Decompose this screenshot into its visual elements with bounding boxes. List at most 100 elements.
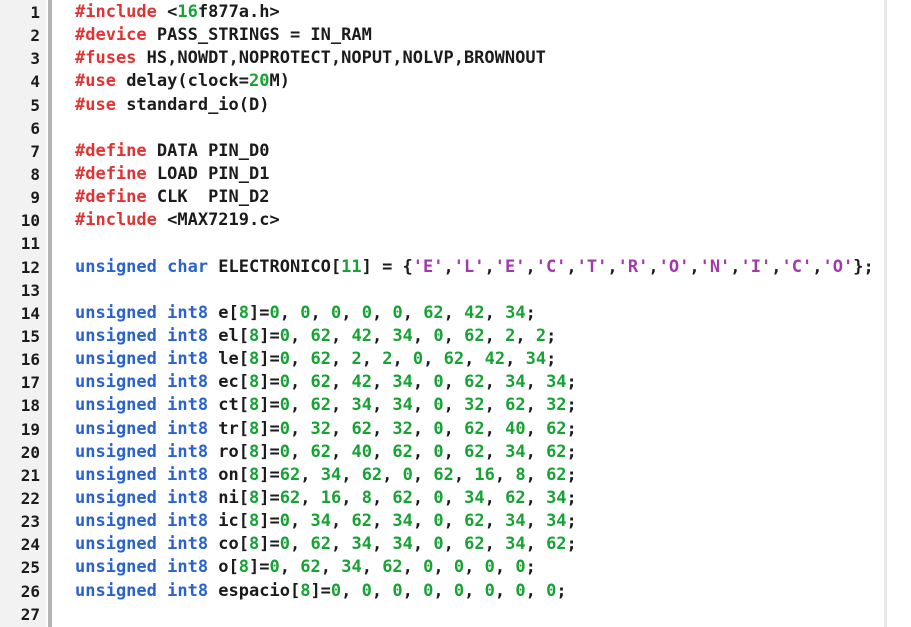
code-line[interactable]: 1#include <16f877a.h> (0, 1, 911, 24)
token-kw: unsigned int8 (75, 349, 209, 370)
token-chr: 'C' (781, 256, 813, 277)
token-kw: unsigned int8 (75, 325, 209, 346)
token-pln: , (494, 580, 516, 601)
code-line[interactable]: 2#device PASS_STRINGS = IN_RAM (0, 24, 911, 47)
token-pln: , (771, 256, 782, 277)
code-line[interactable]: 7 #define DATA PIN_D0 (0, 140, 911, 163)
token-num: 42 (484, 349, 506, 370)
token-num: 0 (433, 325, 444, 346)
code-line[interactable]: 27 (0, 603, 911, 626)
token-pln: , (412, 395, 434, 416)
token-pln: , (525, 372, 547, 393)
code-text: #define DATA PIN_D0 (46, 140, 269, 163)
code-line[interactable]: 9#define CLK PIN_D2 (0, 186, 911, 209)
token-num: 34 (351, 534, 372, 555)
code-line[interactable]: 11 (0, 232, 911, 255)
token-pln: on[ (208, 464, 250, 485)
code-text: unsigned int8 co[8]=0, 62, 34, 34, 0, 62… (46, 533, 577, 556)
token-pln: ]= (259, 325, 280, 346)
token-num: 8 (238, 302, 250, 323)
token-num: 62 (443, 349, 465, 370)
token-pln: , (330, 325, 352, 346)
token-pln: el[ (208, 325, 250, 346)
code-text: unsigned int8 on[8]=62, 34, 62, 0, 62, 1… (46, 464, 577, 487)
token-pln: ; (566, 464, 577, 485)
token-pln: , (525, 511, 547, 532)
token-num: 34 (546, 511, 567, 532)
line-number: 4 (30, 72, 40, 92)
code-text: unsigned int8 o[8]=0, 62, 34, 62, 0, 0, … (46, 556, 536, 579)
token-pln: , (484, 325, 506, 346)
line-number: 24 (20, 535, 40, 555)
token-pln: , (443, 372, 465, 393)
token-num: 0 (402, 464, 413, 485)
token-pln: ELECTRONICO[ (208, 256, 342, 277)
code-line[interactable]: 6 (0, 117, 911, 140)
code-line[interactable]: 3#fuses HS,NOWDT,NOPROTECT,NOPUT,NOLVP,B… (0, 47, 911, 70)
token-chr: 'I' (740, 256, 772, 277)
token-kw: unsigned int8 (75, 487, 209, 508)
token-pln: ] = { (361, 256, 413, 277)
code-line[interactable]: 8#define LOAD PIN_D1 (0, 163, 911, 186)
token-pln: ro[ (208, 441, 250, 462)
token-pln: , (412, 487, 434, 508)
token-num: 62 (505, 395, 526, 416)
token-pln: HS,NOWDT,NOPROTECT,NOPUT,NOLVP,BROWNOUT (136, 48, 546, 69)
code-line[interactable]: 24 unsigned int8 co[8]=0, 62, 34, 34, 0, … (0, 533, 911, 556)
line-number: 25 (20, 558, 40, 578)
token-kw: unsigned int8 (75, 418, 209, 439)
code-text: #include <16f877a.h> (46, 1, 280, 24)
token-pln: , (505, 349, 526, 370)
line-number: 6 (30, 118, 40, 138)
token-num: 34 (351, 395, 372, 416)
line-number: 7 (30, 141, 40, 161)
token-pln: , (402, 302, 424, 323)
token-num: 62 (546, 534, 567, 555)
code-text: unsigned int8 ni[8]=62, 16, 8, 62, 0, 34… (46, 487, 577, 510)
token-num: 0 (279, 325, 290, 346)
token-num: 8 (249, 395, 260, 416)
token-pln: , (371, 395, 393, 416)
token-pln: ]= (310, 580, 331, 601)
line-number: 26 (20, 581, 40, 601)
token-pln: ]= (259, 372, 280, 393)
line-number: 16 (20, 350, 40, 370)
code-line[interactable]: 5#use standard_io(D) (0, 94, 911, 117)
token-num: 8 (249, 464, 260, 485)
token-num: 0 (453, 557, 465, 578)
token-num: 62 (351, 511, 372, 532)
line-number: 9 (30, 188, 40, 208)
code-line[interactable]: 4#use delay(clock=20M) (0, 70, 911, 93)
code-line[interactable]: 25 unsigned int8 o[8]=0, 62, 34, 62, 0, 0… (0, 556, 911, 579)
token-pln: , (361, 349, 383, 370)
token-num: 62 (310, 349, 331, 370)
token-pln: , (330, 349, 352, 370)
token-num: 0 (361, 302, 372, 323)
code-line[interactable]: 10#include <MAX7219.c> (0, 209, 911, 232)
code-line[interactable]: 13 (0, 279, 911, 302)
token-num: 62 (464, 511, 485, 532)
token-num: 8 (249, 349, 260, 370)
token-chr: 'E' (412, 256, 444, 277)
scrollbar-track-line (884, 0, 887, 627)
token-num: 8 (249, 487, 260, 508)
token-num: 0 (412, 349, 424, 370)
token-num: 34 (505, 441, 526, 462)
token-num: 2 (382, 349, 393, 370)
token-num: 34 (341, 557, 362, 578)
token-pre: #include (75, 2, 157, 22)
token-pln: , (443, 441, 465, 462)
